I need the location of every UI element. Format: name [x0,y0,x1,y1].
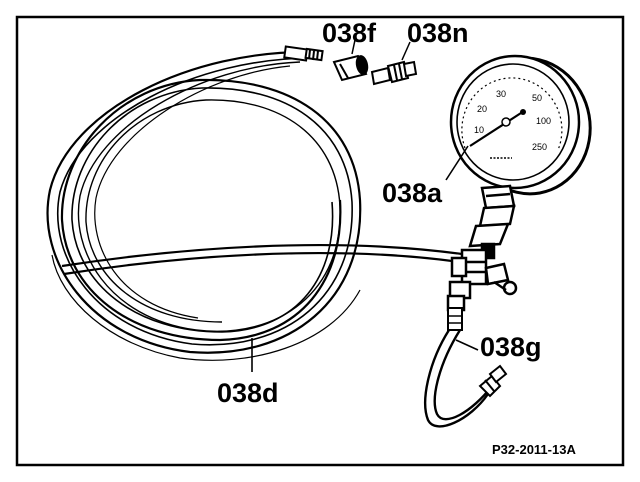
leader-038f [351,39,356,55]
label-038d: 038d [217,378,279,408]
figure-frame [15,15,625,467]
gauge-scale-250: 250 [532,142,547,152]
gauge-scale-50: 50 [532,93,542,103]
leader-038g [455,339,479,351]
hose-short-fitting [478,364,508,398]
figure-reference: P32-2011-13A [492,442,576,457]
gauge-connector [446,184,518,312]
leader-038a [445,145,469,181]
fitting-038f [332,54,369,82]
hose-end-fitting [283,45,324,62]
gauge-scale-100: 100 [536,116,551,126]
label-038g: 038g [480,332,542,362]
gauge-scale-20: 20 [477,104,487,114]
hose-run [61,244,463,276]
gauge-needle [469,112,522,147]
label-038n: 038n [407,18,469,48]
label-038a: 038a [382,178,443,208]
label-038f: 038f [322,18,377,48]
gauge-scale-30: 30 [496,89,506,99]
pressure-gauge: 10 20 30 50 100 250 [449,54,592,196]
fitting-038n [370,60,418,86]
hose-short [424,307,493,428]
leader-038n [401,41,411,61]
hose-coil [46,50,362,361]
gauge-scale-10: 10 [474,125,484,135]
